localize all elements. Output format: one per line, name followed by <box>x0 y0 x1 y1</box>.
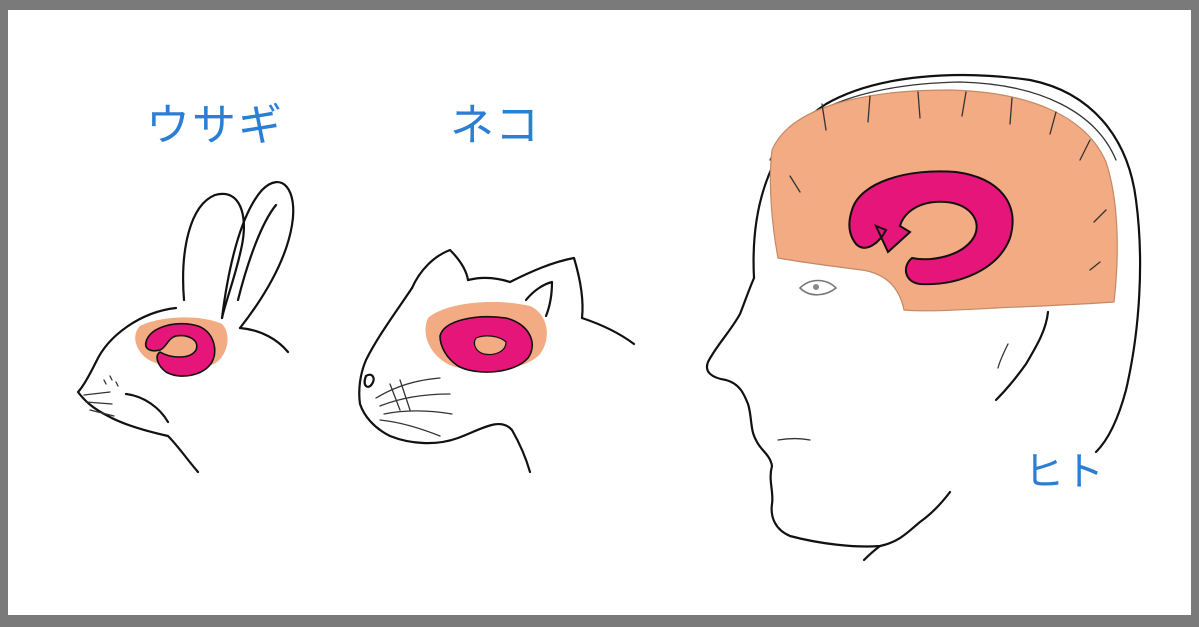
human-illustration <box>707 75 1140 560</box>
cat-nose <box>365 375 374 387</box>
human-ear-inner <box>998 344 1008 368</box>
cat-limbic-core <box>474 336 506 355</box>
rabbit-illustration <box>78 182 293 472</box>
cat-neck <box>582 318 634 344</box>
human-chin-neck <box>864 546 880 560</box>
cat-head-top <box>468 278 510 282</box>
rabbit-cheek <box>126 394 168 422</box>
human-mouth <box>778 439 810 441</box>
human-pupil <box>813 284 819 290</box>
rabbit-neck <box>240 328 288 352</box>
cat-ear-left <box>412 250 468 288</box>
rabbit-ear-front <box>222 182 293 328</box>
cat-illustration <box>359 250 634 472</box>
rabbit-whiskers <box>84 376 118 416</box>
rabbit-ear-back <box>183 194 244 318</box>
human-face-profile <box>707 278 950 547</box>
cat-whiskers <box>376 378 452 436</box>
human-ear-back <box>996 312 1048 400</box>
